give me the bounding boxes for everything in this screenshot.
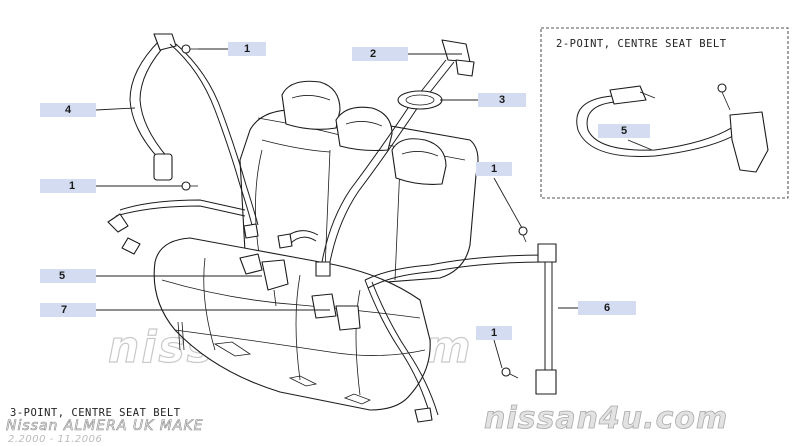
watermark-logo-text: nissan4u.com	[484, 401, 728, 436]
watermark-date-text: 2.2000 - 11.2006	[8, 434, 102, 445]
svg-text:5: 5	[59, 270, 65, 282]
inset-panel-2point-belt: 2-POINT, CENTRE SEAT BELT	[540, 27, 789, 199]
svg-text:4: 4	[65, 104, 72, 116]
svg-text:3: 3	[499, 94, 505, 106]
callout-2-shoulder-anchor: 2	[352, 47, 408, 61]
bolt-1-right	[518, 226, 528, 243]
seat-belt-right-3point	[364, 243, 557, 423]
svg-text:1: 1	[244, 43, 250, 55]
buckle-set-centre	[243, 223, 361, 331]
svg-text:6: 6	[604, 302, 610, 314]
svg-text:2: 2	[370, 48, 376, 60]
headrest-right	[391, 138, 447, 185]
callout-1-left-bolt: 1	[40, 179, 96, 193]
svg-text:1: 1	[491, 163, 497, 175]
watermark-model-text: Nissan ALMERA UK MAKE	[6, 418, 203, 434]
svg-text:5: 5	[621, 125, 627, 137]
callout-5-inset-belt: 5	[598, 124, 650, 138]
seat-belt-centre-3point	[321, 39, 475, 263]
rear-seat-cushion	[153, 237, 431, 411]
buckle-set-left	[239, 253, 289, 307]
callout-4-left-belt: 4	[40, 103, 96, 117]
main-caption: 3-POINT, CENTRE SEAT BELT	[10, 407, 181, 419]
leader-lines	[95, 48, 653, 369]
bolt-1-bottom-right	[501, 367, 519, 379]
svg-text:7: 7	[61, 304, 67, 316]
seat-belt-left-3point	[107, 33, 259, 255]
svg-text:1: 1	[69, 180, 75, 192]
bolt-1-middle-left	[181, 181, 198, 191]
callout-6-right-belt: 6	[578, 301, 636, 315]
callout-1-top-bolt: 1	[228, 42, 266, 56]
inset-caption: 2-POINT, CENTRE SEAT BELT	[556, 38, 727, 50]
callout-3-belt-guide: 3	[478, 93, 526, 107]
callout-1-bottom-bolt: 1	[476, 326, 512, 340]
callout-1-right-bolt: 1	[476, 162, 512, 176]
callout-5-buckle: 5	[40, 269, 96, 283]
headrest-centre	[335, 106, 393, 152]
bolt-1-top	[181, 44, 198, 54]
callout-7-centre-buckle: 7	[40, 303, 96, 317]
svg-text:1: 1	[491, 327, 497, 339]
headrest-left	[281, 80, 341, 130]
